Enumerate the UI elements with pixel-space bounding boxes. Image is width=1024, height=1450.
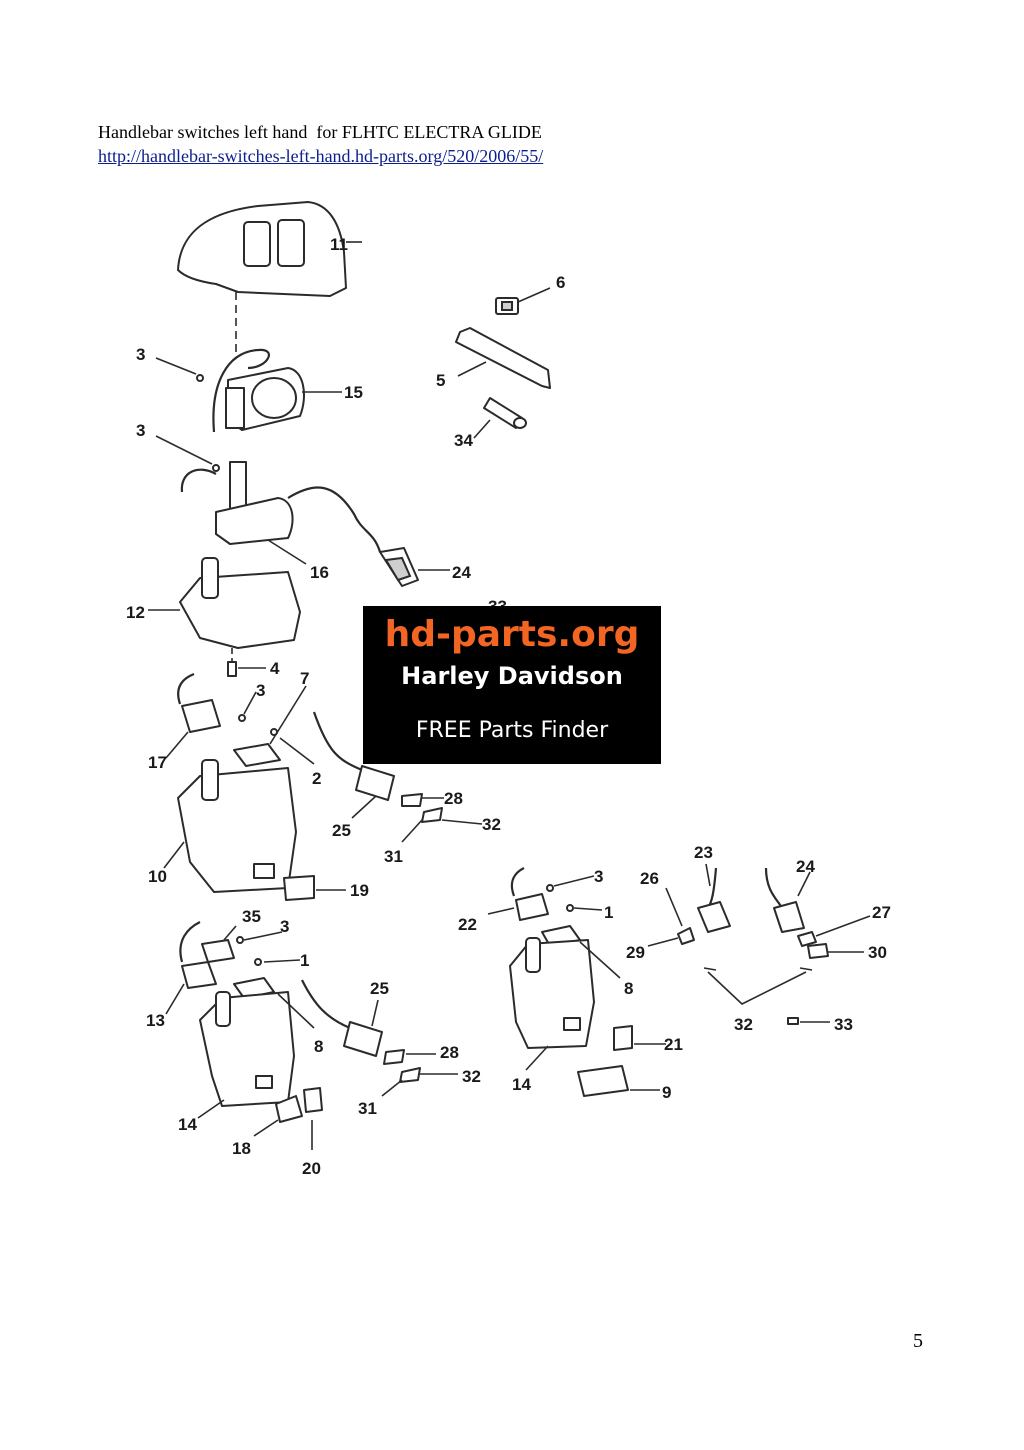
part-11-upper-cover (177, 201, 362, 352)
page-number: 5 (913, 1330, 923, 1352)
callout-29: 29 (626, 943, 645, 962)
callout-32-right: 32 (734, 1015, 753, 1034)
callout-25-lower: 25 (370, 979, 389, 998)
brand-subtitle: Harley Davidson (401, 662, 623, 690)
callout-32-mid: 32 (482, 815, 501, 834)
callout-26: 26 (640, 869, 659, 888)
callout-23: 23 (694, 843, 713, 862)
callout-19: 19 (350, 881, 369, 900)
callout-6: 6 (556, 273, 565, 292)
part-25-connector-mid (312, 711, 483, 843)
part-34-sleeve (473, 397, 527, 439)
callout-8-right: 8 (624, 979, 633, 998)
exploded-parts-diagram: 11 6 5 34 (118, 192, 898, 1178)
brand-tagline: FREE Parts Finder (415, 718, 609, 743)
callout-3-c: 3 (256, 681, 265, 700)
callout-34: 34 (454, 431, 473, 450)
callout-25-mid: 25 (332, 821, 351, 840)
callout-13: 13 (146, 1011, 165, 1030)
callout-15: 15 (344, 383, 363, 402)
callout-18: 18 (232, 1139, 251, 1158)
callout-3-right: 3 (594, 867, 603, 886)
source-link[interactable]: http://handlebar-switches-left-hand.hd-p… (98, 146, 544, 166)
callout-28-lower: 28 (440, 1043, 459, 1062)
screw-3-second (155, 435, 220, 472)
callout-32-lower: 32 (462, 1067, 481, 1086)
right-lower-housing (487, 867, 666, 1097)
part-24-connector-top (379, 547, 450, 587)
part-5-cable-tie (455, 327, 551, 389)
callout-28-mid: 28 (444, 789, 463, 808)
callout-27: 27 (872, 903, 891, 922)
part-17-switch (165, 672, 221, 759)
part-12-housing (148, 557, 301, 662)
callout-3-left: 3 (280, 917, 289, 936)
callout-35: 35 (242, 907, 261, 926)
part-19-button (283, 875, 346, 901)
callout-7: 7 (300, 669, 309, 688)
callout-30: 30 (868, 943, 887, 962)
page-title: Handlebar switches left hand for FLHTC E… (98, 122, 542, 142)
part-32-pins-right (703, 967, 830, 1025)
screw-3-top (155, 357, 204, 382)
brand-logo-text: hd-parts.org (384, 614, 640, 655)
callout-5: 5 (436, 371, 445, 390)
left-lower-housing (165, 921, 323, 1150)
callout-17: 17 (148, 753, 167, 772)
callout-2: 2 (312, 769, 321, 788)
callout-8-left: 8 (314, 1037, 323, 1056)
part-10-housing (163, 759, 297, 893)
callout-33: 33 (834, 1015, 853, 1034)
part-6-connector (495, 287, 551, 315)
callout-1-left: 1 (300, 951, 309, 970)
callout-24-top: 24 (452, 563, 471, 582)
callout-14-right: 14 (512, 1075, 531, 1094)
callout-9: 9 (662, 1083, 671, 1102)
callout-3-second: 3 (136, 421, 145, 440)
callout-11: 11 (330, 235, 348, 254)
callout-4: 4 (270, 659, 280, 678)
part-15-switch-assembly (212, 348, 342, 433)
callout-22: 22 (458, 915, 477, 934)
part-16-switch-cable (180, 461, 382, 565)
part-25-connector-lower (301, 979, 458, 1097)
right-connectors (647, 863, 871, 959)
callout-3-top: 3 (136, 345, 145, 364)
callout-20: 20 (302, 1159, 321, 1178)
callout-31-mid: 31 (384, 847, 403, 866)
callout-10: 10 (148, 867, 167, 886)
callout-14-left: 14 (178, 1115, 197, 1134)
part-7-plate (233, 685, 315, 767)
part-4-screw (227, 661, 266, 677)
callout-16: 16 (310, 563, 329, 582)
callout-12: 12 (126, 603, 145, 622)
callout-24-right: 24 (796, 857, 815, 876)
callout-21: 21 (664, 1035, 683, 1054)
callout-1-right: 1 (604, 903, 613, 922)
hd-parts-watermark-banner: hd-parts.org Harley Davidson FREE Parts … (363, 606, 661, 764)
callout-31-lower: 31 (358, 1099, 377, 1118)
diagram-svg: 11 6 5 34 (118, 192, 898, 1178)
